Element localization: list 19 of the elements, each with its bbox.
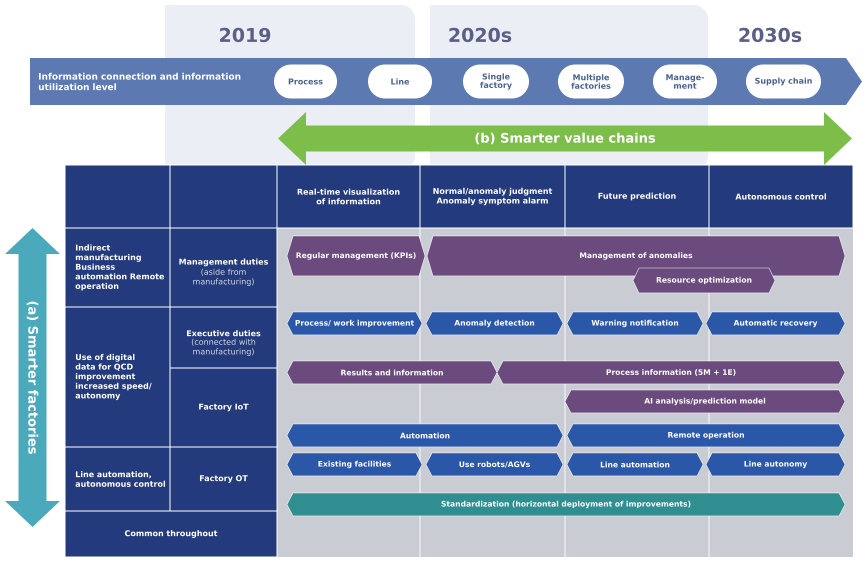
table-cell: Line automation, autonomous control: [64, 446, 170, 512]
level-pill: Line: [368, 64, 432, 98]
level-pill: Multiple factories: [558, 64, 624, 98]
level-pill: Single factory: [463, 64, 529, 98]
table-cell: Factory OT: [170, 446, 278, 512]
table-cell: Indirect manufacturing Business automation Remote operation: [64, 228, 170, 308]
year-label: 2020s: [449, 28, 512, 42]
year-label: 2019: [220, 28, 270, 42]
header-cell: Future prediction: [564, 164, 710, 228]
year-label: 2030s: [739, 28, 802, 42]
header-cell: Normal/anomaly judgment Anomaly symptom alarm: [420, 164, 566, 228]
level-pill: Process: [274, 64, 337, 98]
table-cell: Factory IoT: [170, 367, 278, 448]
level-pill: Manage-ment: [653, 64, 717, 98]
header-cell: Real-time visualization of information: [276, 164, 420, 228]
table-cell: Common throughout: [64, 510, 278, 558]
header-cell: Autonomous control: [708, 164, 854, 228]
table-cell: Management duties (aside from manufacturing): [170, 228, 278, 308]
table-cell: Executive duties (connected with manufacturing): [170, 306, 278, 368]
